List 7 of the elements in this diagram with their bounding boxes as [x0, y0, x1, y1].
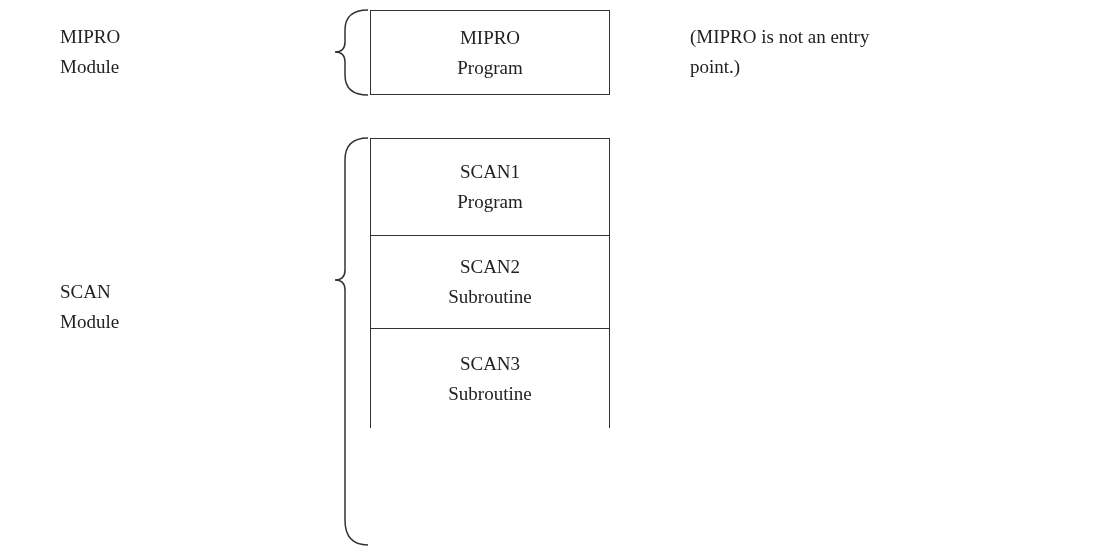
note-text: (MIPRO is not an entry point.) — [690, 25, 871, 79]
subroutine-box: SCAN3 Subroutine — [370, 328, 610, 428]
program-box: SCAN1 Program — [370, 138, 610, 235]
program-box: MIPRO Program — [370, 10, 610, 95]
module-label: SCAN Module — [60, 280, 121, 334]
subroutine-box: SCAN2 Subroutine — [370, 235, 610, 328]
module-label: MIPRO Module — [60, 25, 122, 79]
